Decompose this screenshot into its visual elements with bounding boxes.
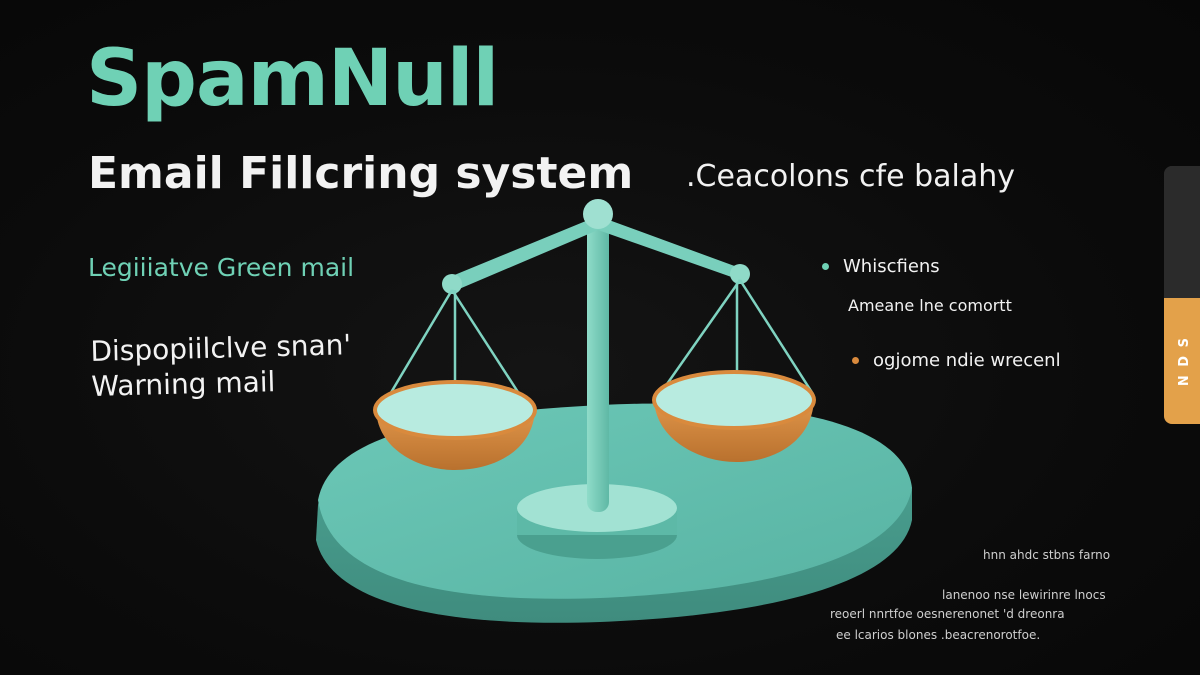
side-tab-label: N D S: [1176, 335, 1192, 387]
footnote-line-3: reoerl nnrtfoe oesnerenonet 'd dreonra: [830, 607, 1065, 621]
side-tab-bottom: N D S: [1164, 298, 1200, 424]
footnote-line-1: hnn ahdc stbns farno: [983, 548, 1111, 562]
scale-beam: [442, 199, 750, 294]
bullet-item-3-text: ogjome ndie wrecenl: [873, 350, 1061, 371]
legitimate-mail-label: Legiiiatve Green mail: [88, 253, 355, 282]
brand-title: SpamNull: [86, 34, 499, 124]
orange-dot-icon: [852, 357, 859, 364]
side-tab[interactable]: N D S: [1164, 166, 1200, 424]
left-scale-pan: [373, 289, 537, 470]
bullet-item-2-text: Ameane lne comortt: [848, 296, 1012, 315]
footnote-line-2: lanenoo nse lewirinre lnocs: [942, 588, 1106, 602]
subtitle: Email Fillcring system: [88, 148, 634, 199]
footnote-line-4: ee lcarios blones .beacrenorotfoe.: [836, 628, 1041, 642]
scale-pole: [587, 222, 609, 512]
tagline: .Ceacolons cfe balahy: [686, 159, 1016, 194]
right-scale-pan: [652, 279, 816, 462]
bullet-item-3: ogjome ndie wrecenl: [852, 350, 1061, 371]
bullet-item-1-text: Whiscfiens: [843, 256, 940, 277]
side-tab-top: [1164, 166, 1200, 298]
bullet-item-1: Whiscfiens: [822, 256, 940, 277]
green-dot-icon: [822, 263, 829, 270]
